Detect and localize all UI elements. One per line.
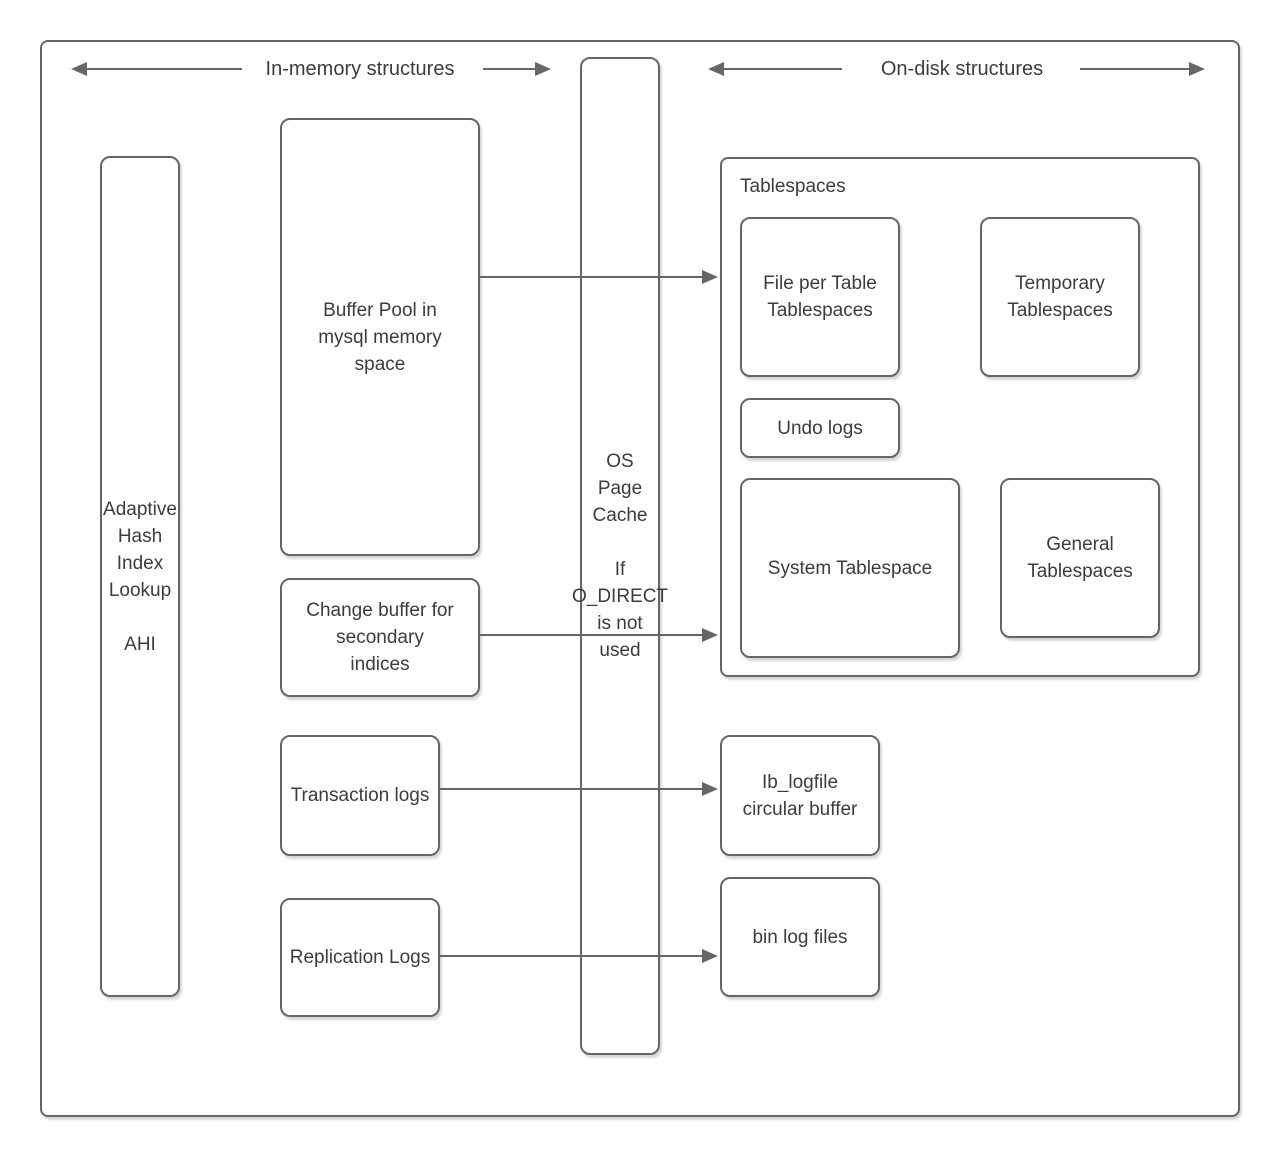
buffer-pool-label: Buffer Pool in mysql memory space [318, 299, 442, 375]
arrow-replication-logs-to-bin-log-head-icon [702, 949, 718, 963]
arrow-change-buffer-to-tablespaces-line [480, 634, 704, 636]
transaction-logs-box: Transaction logs [280, 735, 440, 856]
replication-logs-label: Replication Logs [289, 947, 431, 968]
adaptive-hash-index-box: Adaptive Hash Index Lookup AHI [100, 156, 180, 997]
ib-logfile-label: Ib_logfile circular buffer [742, 771, 858, 820]
general-tablespaces-box: General Tablespaces [1000, 478, 1160, 638]
system-tablespace-box: System Tablespace [740, 478, 960, 658]
arrow-transaction-logs-to-ib-logfile-head-icon [702, 782, 718, 796]
on-disk-right-arrow-line [1080, 68, 1191, 70]
in-memory-left-arrowhead-icon [71, 62, 87, 76]
system-tablespace-label: System Tablespace [767, 557, 933, 579]
temporary-tablespaces-box: Temporary Tablespaces [980, 217, 1140, 377]
on-disk-left-arrow-line [722, 68, 842, 70]
os-page-cache-label: OS Page Cache If O_DIRECT is not used [571, 451, 669, 661]
arrow-buffer-pool-to-tablespaces-line [480, 276, 704, 278]
undo-logs-label: Undo logs [777, 417, 863, 439]
ib-logfile-box: Ib_logfile circular buffer [720, 735, 880, 856]
undo-logs-box: Undo logs [740, 398, 900, 458]
bin-log-files-box: bin log files [720, 877, 880, 997]
os-page-cache-box: OS Page Cache If O_DIRECT is not used [572, 57, 668, 1055]
in-memory-right-arrowhead-icon [535, 62, 551, 76]
adaptive-hash-index-label: Adaptive Hash Index Lookup AHI [103, 498, 177, 655]
general-tablespaces-label: General Tablespaces [1027, 534, 1133, 582]
change-buffer-label: Change buffer for secondary indices [306, 600, 454, 675]
transaction-logs-label: Transaction logs [290, 785, 430, 806]
arrow-transaction-logs-to-ib-logfile-line [440, 788, 704, 790]
arrow-buffer-pool-to-tablespaces-head-icon [702, 270, 718, 284]
in-memory-left-arrow-line [85, 68, 242, 70]
on-disk-left-arrowhead-icon [708, 62, 724, 76]
replication-logs-box: Replication Logs [280, 898, 440, 1017]
in-memory-structures-label: In-memory structures [265, 58, 455, 80]
change-buffer-box: Change buffer for secondary indices [280, 578, 480, 697]
in-memory-right-arrow-line [483, 68, 537, 70]
arrow-change-buffer-to-tablespaces-head-icon [702, 628, 718, 642]
on-disk-right-arrowhead-icon [1189, 62, 1205, 76]
tablespaces-label: Tablespaces [740, 176, 846, 197]
file-per-table-label: File per Table Tablespaces [763, 273, 877, 321]
file-per-table-box: File per Table Tablespaces [740, 217, 900, 377]
on-disk-structures-label: On-disk structures [880, 58, 1044, 80]
bin-log-files-label: bin log files [752, 926, 848, 948]
temporary-tablespaces-label: Temporary Tablespaces [1007, 273, 1113, 321]
buffer-pool-box: Buffer Pool in mysql memory space [280, 118, 480, 556]
arrow-replication-logs-to-bin-log-line [440, 955, 704, 957]
